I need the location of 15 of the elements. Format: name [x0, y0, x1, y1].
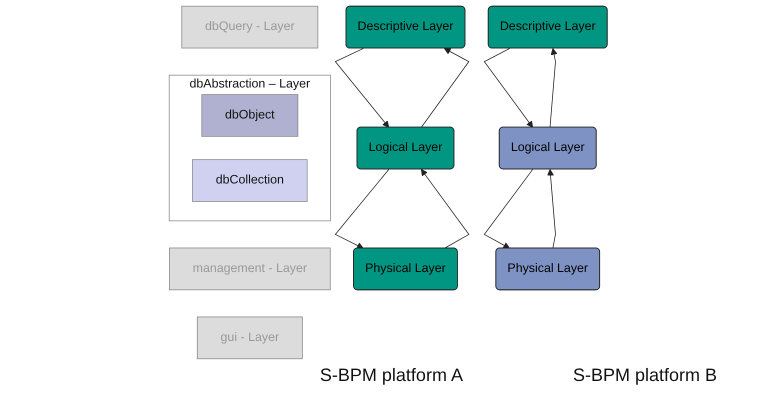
arrow [421, 169, 470, 249]
arrow [547, 169, 556, 249]
node-box: management - Layer [169, 248, 331, 290]
platform-caption: S-BPM platform A [320, 365, 463, 386]
arrow [484, 48, 534, 128]
node-box: gui - Layer [197, 316, 303, 360]
arrow [550, 48, 558, 128]
arrow [335, 48, 390, 128]
arrow [421, 48, 470, 128]
node-box: dbQuery - Layer [182, 6, 319, 48]
arrow [484, 168, 534, 249]
node-box: dbObject [202, 94, 299, 137]
arrow [335, 168, 390, 249]
node-box: dbCollection [192, 159, 308, 202]
platform-caption: S-BPM platform B [572, 365, 717, 386]
